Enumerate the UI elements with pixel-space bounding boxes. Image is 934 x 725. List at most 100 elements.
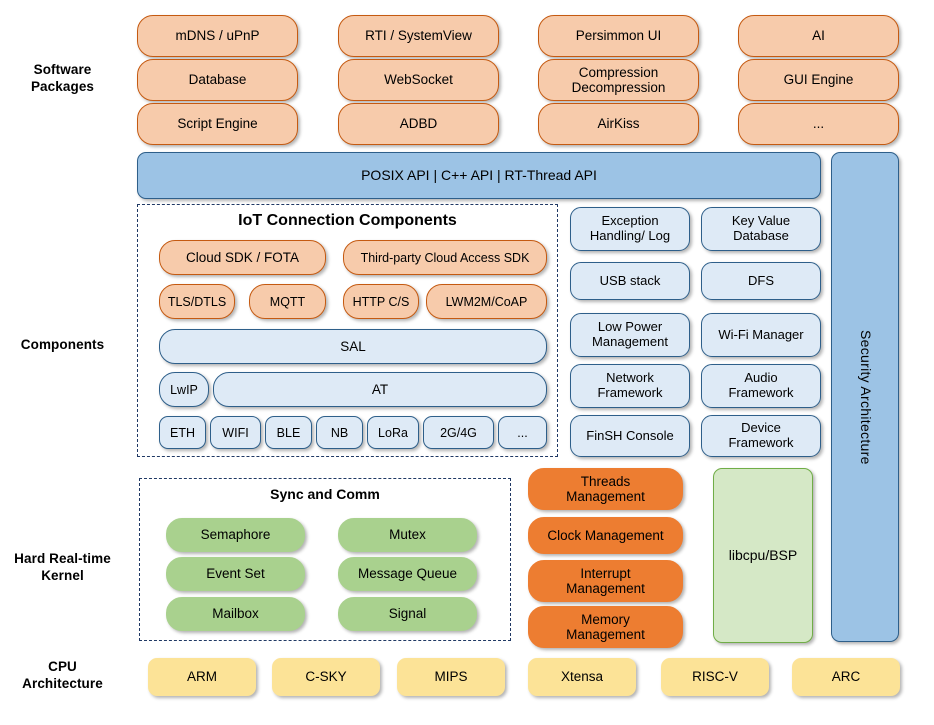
- component-label-line1: Device: [741, 420, 781, 436]
- row-label-software-packages: Software Packages: [0, 62, 125, 96]
- kernel-sync-label: Mailbox: [212, 606, 259, 622]
- component-label-line1: Audio: [744, 370, 778, 386]
- iot-link-wifi[interactable]: WIFI: [210, 416, 261, 449]
- iot-sal[interactable]: SAL: [159, 329, 547, 364]
- package-adbd[interactable]: ADBD: [338, 103, 499, 145]
- iot-at[interactable]: AT: [213, 372, 547, 407]
- package-label-line1: Compression: [578, 64, 659, 80]
- iot-http-cs[interactable]: HTTP C/S: [343, 284, 419, 319]
- package-label: AI: [812, 28, 825, 44]
- iot-box-label: LwIP: [170, 382, 198, 397]
- package-persimmon-ui[interactable]: Persimmon UI: [538, 15, 699, 57]
- iot-lwm2m-coap[interactable]: LWM2M/CoAP: [426, 284, 547, 319]
- cpu-arch-label: ARM: [187, 669, 217, 685]
- api-bar[interactable]: POSIX API | C++ API | RT-Thread API: [137, 152, 821, 199]
- component-finsh-console[interactable]: FinSH Console: [570, 415, 690, 457]
- row-label-cpu-line1: CPU: [48, 659, 77, 674]
- package-mdns-upnp[interactable]: mDNS / uPnP: [137, 15, 298, 57]
- iot-link-ble[interactable]: BLE: [265, 416, 312, 449]
- component-label-line2: Management: [592, 334, 668, 349]
- security-architecture[interactable]: Security Architecture: [831, 152, 899, 642]
- package-compression-decompression[interactable]: Compression Decompression: [538, 59, 699, 101]
- iot-link-lora[interactable]: LoRa: [367, 416, 419, 449]
- iot-link-more[interactable]: ...: [498, 416, 547, 449]
- iot-link-nb[interactable]: NB: [316, 416, 363, 449]
- kernel-signal[interactable]: Signal: [338, 597, 477, 631]
- component-label-line1: Exception: [601, 213, 659, 229]
- cpu-arch-label: C-SKY: [305, 669, 347, 685]
- package-rti-systemview[interactable]: RTI / SystemView: [338, 15, 499, 57]
- kernel-clock-management[interactable]: Clock Management: [528, 517, 683, 554]
- cpu-arch-risc-v[interactable]: RISC-V: [661, 658, 769, 696]
- component-label-line2: Database: [733, 228, 789, 243]
- component-audio-framework[interactable]: Audio Framework: [701, 364, 821, 408]
- row-label-components: Components: [0, 337, 125, 354]
- kernel-interrupt-management[interactable]: Interrupt Management: [528, 560, 683, 602]
- kernel-message-queue[interactable]: Message Queue: [338, 557, 477, 591]
- kernel-memory-management[interactable]: Memory Management: [528, 606, 683, 648]
- kernel-semaphore[interactable]: Semaphore: [166, 518, 305, 552]
- component-label-line1: Network: [606, 370, 654, 386]
- iot-group-title: IoT Connection Components: [238, 212, 457, 229]
- iot-tls-dtls[interactable]: TLS/DTLS: [159, 284, 235, 319]
- cpu-arch-xtensa[interactable]: Xtensa: [528, 658, 636, 696]
- cpu-arch-mips[interactable]: MIPS: [397, 658, 505, 696]
- package-script-engine[interactable]: Script Engine: [137, 103, 298, 145]
- row-label-kernel-line2: Kernel: [41, 567, 84, 583]
- kernel-sync-label: Message Queue: [357, 566, 458, 582]
- iot-link-label: LoRa: [378, 425, 408, 440]
- component-low-power-management[interactable]: Low Power Management: [570, 313, 690, 357]
- component-label-line2: Handling/ Log: [589, 228, 671, 243]
- package-websocket[interactable]: WebSocket: [338, 59, 499, 101]
- package-label: ADBD: [399, 116, 438, 132]
- kernel-sync-label: Signal: [388, 606, 427, 622]
- kernel-mgmt-label-line2: Management: [566, 489, 645, 504]
- component-device-framework[interactable]: Device Framework: [701, 415, 821, 457]
- cpu-arch-label: RISC-V: [692, 669, 738, 685]
- component-network-framework[interactable]: Network Framework: [570, 364, 690, 408]
- iot-lwip[interactable]: LwIP: [159, 372, 209, 407]
- row-label-cpu-architecture: CPU Architecture: [0, 659, 125, 693]
- kernel-mailbox[interactable]: Mailbox: [166, 597, 305, 631]
- iot-link-label: BLE: [276, 425, 301, 440]
- iot-box-label: Cloud SDK / FOTA: [185, 249, 300, 265]
- iot-link-eth[interactable]: ETH: [159, 416, 206, 449]
- iot-connection-components-group: IoT Connection Components: [137, 204, 558, 457]
- component-usb-stack[interactable]: USB stack: [570, 262, 690, 300]
- libcpu-bsp[interactable]: libcpu/BSP: [713, 468, 813, 643]
- iot-box-label: HTTP C/S: [352, 294, 410, 309]
- package-label: AirKiss: [597, 116, 640, 132]
- kernel-threads-management[interactable]: Threads Management: [528, 468, 683, 510]
- iot-link-label: ETH: [170, 425, 195, 440]
- cpu-arch-arc[interactable]: ARC: [792, 658, 900, 696]
- package-more[interactable]: ...: [738, 103, 899, 145]
- component-label: FinSH Console: [586, 427, 674, 443]
- component-wifi-manager[interactable]: Wi-Fi Manager: [701, 313, 821, 357]
- package-label: Database: [188, 72, 247, 88]
- iot-link-label: NB: [330, 425, 349, 440]
- component-exception-handling-log[interactable]: Exception Handling/ Log: [570, 207, 690, 251]
- kernel-sync-label: Mutex: [389, 527, 426, 543]
- iot-link-2g-4g[interactable]: 2G/4G: [423, 416, 494, 449]
- package-airkiss[interactable]: AirKiss: [538, 103, 699, 145]
- iot-mqtt[interactable]: MQTT: [249, 284, 326, 319]
- package-label: ...: [812, 116, 825, 132]
- security-architecture-label: Security Architecture: [857, 329, 874, 465]
- kernel-mutex[interactable]: Mutex: [338, 518, 477, 552]
- kernel-mgmt-label-line2: Management: [566, 627, 645, 642]
- package-ai[interactable]: AI: [738, 15, 899, 57]
- kernel-mgmt-label: Clock Management: [547, 527, 664, 543]
- package-gui-engine[interactable]: GUI Engine: [738, 59, 899, 101]
- component-label: DFS: [748, 272, 774, 288]
- cpu-arch-arm[interactable]: ARM: [148, 658, 256, 696]
- component-label-line1: Key Value: [731, 213, 791, 229]
- iot-cloud-sdk-fota[interactable]: Cloud SDK / FOTA: [159, 240, 326, 275]
- package-database[interactable]: Database: [137, 59, 298, 101]
- component-dfs[interactable]: DFS: [701, 262, 821, 300]
- cpu-arch-c-sky[interactable]: C-SKY: [272, 658, 380, 696]
- component-key-value-database[interactable]: Key Value Database: [701, 207, 821, 251]
- iot-box-label: AT: [371, 381, 389, 397]
- iot-third-party-cloud-access-sdk[interactable]: Third-party Cloud Access SDK: [343, 240, 547, 275]
- kernel-event-set[interactable]: Event Set: [166, 557, 305, 591]
